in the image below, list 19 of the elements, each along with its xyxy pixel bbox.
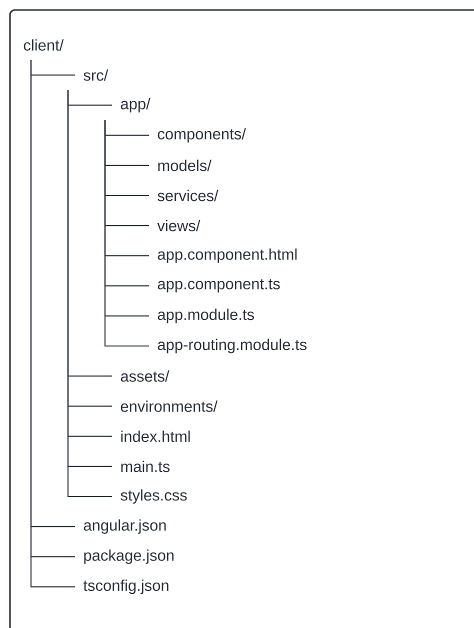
file-name: assets/ (120, 370, 170, 382)
file-name: app/ (120, 98, 150, 112)
file-name: views/ (157, 220, 200, 232)
file-name: styles.css (120, 489, 187, 504)
file-name: app.component.ts (158, 279, 280, 292)
file-name: environments/ (120, 400, 218, 412)
file-name: main.ts (121, 460, 170, 472)
file-name: app-routing.module.ts (158, 338, 307, 354)
file-name: client/ (24, 39, 64, 51)
file-name: services/ (158, 190, 218, 202)
file-name: tsconfig.json (83, 580, 168, 594)
file-name: app.module.ts (158, 308, 254, 324)
file-name: angular.json (84, 519, 166, 534)
file-name: models/ (158, 160, 212, 172)
file-name: package.json (84, 549, 174, 564)
file-name: components/ (158, 128, 246, 143)
file-name: app.component.html (158, 248, 297, 263)
file-name: src/ (84, 69, 108, 81)
file-name: index.html (121, 430, 190, 442)
